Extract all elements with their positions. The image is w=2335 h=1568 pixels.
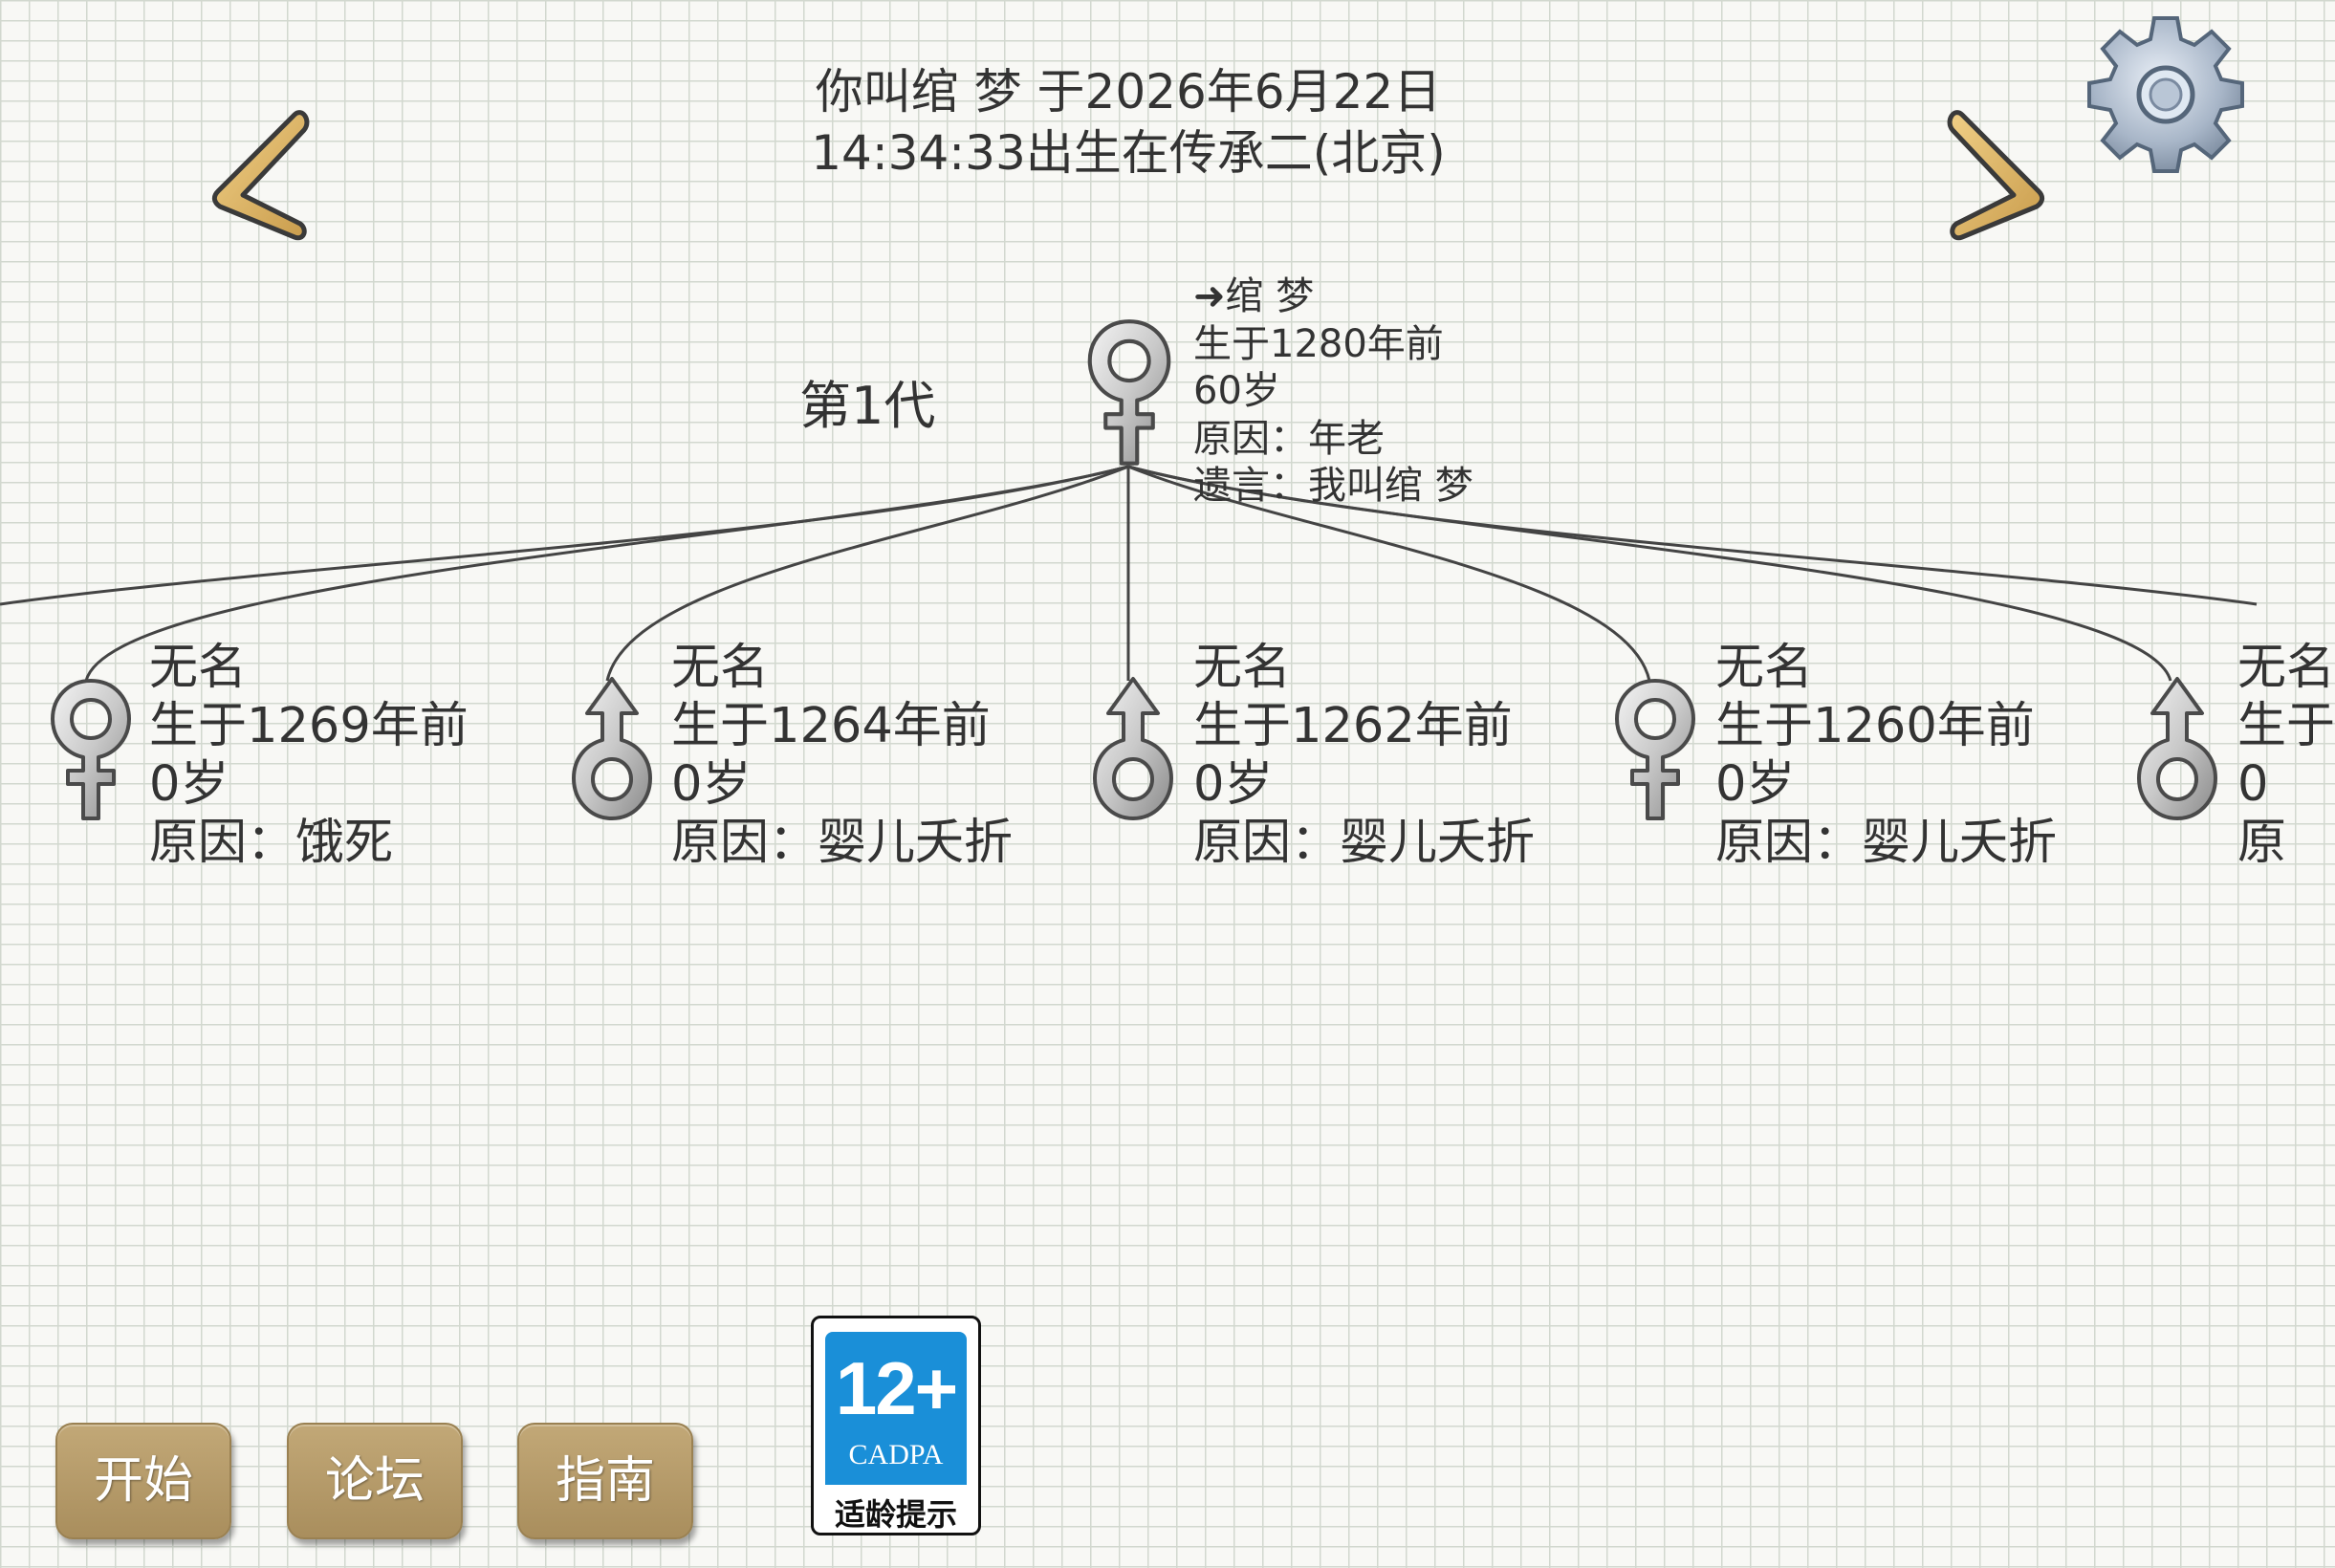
child-age: 0 xyxy=(2237,756,2269,813)
child-info-4: 无名 生于1260年前 0岁 原因：婴儿夭折 xyxy=(1715,639,2057,872)
female-symbol-icon xyxy=(1077,316,1182,473)
chevron-left-icon xyxy=(211,110,310,241)
male-symbol-icon xyxy=(1080,675,1186,828)
child-name: 无名 xyxy=(1715,640,1814,696)
child-age: 0岁 xyxy=(671,756,752,813)
child-person-4[interactable] xyxy=(1603,675,1708,832)
age-rating-badge: 12+ CADPA 适龄提示 xyxy=(811,1316,981,1535)
child-cause: 原因：饿死 xyxy=(149,815,394,871)
root-born: 生于1280年前 xyxy=(1193,321,1444,366)
child-info-3: 无名 生于1262年前 0岁 原因：婴儿夭折 xyxy=(1193,639,1535,872)
child-born: 生于1269年前 xyxy=(149,698,469,754)
female-symbol-icon xyxy=(1603,675,1708,828)
child-age: 0岁 xyxy=(1193,756,1274,813)
child-name: 无名 xyxy=(2237,640,2335,696)
child-person-1[interactable] xyxy=(38,675,143,832)
child-cause: 原因：婴儿夭折 xyxy=(1193,815,1536,871)
root-person[interactable] xyxy=(1077,316,1182,473)
birth-title-line2: 14:34:33出生在传承二(北京) xyxy=(811,125,1446,181)
birth-title-line1: 你叫绾 梦 于2026年6月22日 xyxy=(815,64,1442,120)
child-person-2[interactable] xyxy=(559,675,665,832)
generation-label: 第1代 xyxy=(799,376,936,436)
root-cause: 原因：年老 xyxy=(1193,416,1385,461)
child-info-2: 无名 生于1264年前 0岁 原因：婴儿夭折 xyxy=(671,639,1013,872)
child-cause: 原因：婴儿夭折 xyxy=(1715,815,2058,871)
age-rating-org: CADPA xyxy=(848,1439,944,1470)
child-person-5[interactable] xyxy=(2125,675,2230,832)
next-button[interactable] xyxy=(1941,103,2056,247)
guide-button[interactable]: 指南 xyxy=(517,1423,693,1539)
root-age: 60岁 xyxy=(1193,369,1280,413)
prev-button[interactable] xyxy=(201,103,316,247)
child-born: 生于1260年前 xyxy=(1715,698,2035,754)
forum-button[interactable]: 论坛 xyxy=(287,1423,463,1539)
start-button[interactable]: 开始 xyxy=(55,1423,231,1539)
female-symbol-icon xyxy=(38,675,143,828)
root-name: ➜绾 梦 xyxy=(1193,274,1315,318)
age-rating: 12+ xyxy=(835,1346,958,1430)
child-info-1: 无名 生于1269年前 0岁 原因：饿死 xyxy=(149,639,469,872)
child-born: 生于 xyxy=(2237,698,2335,754)
child-cause: 原 xyxy=(2237,815,2287,871)
child-age: 0岁 xyxy=(1715,756,1796,813)
male-symbol-icon xyxy=(2125,675,2230,828)
male-symbol-icon xyxy=(559,675,665,828)
child-age: 0岁 xyxy=(149,756,229,813)
chevron-right-icon xyxy=(1947,110,2045,241)
root-will: 遗言：我叫绾 梦 xyxy=(1193,464,1473,508)
child-born: 生于1264年前 xyxy=(671,698,991,754)
child-person-3[interactable] xyxy=(1080,675,1186,832)
birth-title: 你叫绾 梦 于2026年6月22日 14:34:33出生在传承二(北京) xyxy=(612,61,1645,184)
settings-button[interactable] xyxy=(2084,13,2247,176)
family-tree-lines xyxy=(0,465,2258,682)
child-born: 生于1262年前 xyxy=(1193,698,1513,754)
root-info: ➜绾 梦 生于1280年前 60岁 原因：年老 遗言：我叫绾 梦 xyxy=(1193,273,1473,511)
child-name: 无名 xyxy=(671,640,770,696)
child-info-5: 无名 生于 0 原 xyxy=(2237,639,2335,872)
age-rating-caption: 适龄提示 xyxy=(834,1496,957,1533)
child-cause: 原因：婴儿夭折 xyxy=(671,815,1014,871)
child-name: 无名 xyxy=(149,640,248,696)
gear-icon xyxy=(2087,16,2244,173)
age-rating-panel: 12+ CADPA xyxy=(825,1332,967,1485)
child-name: 无名 xyxy=(1193,640,1292,696)
